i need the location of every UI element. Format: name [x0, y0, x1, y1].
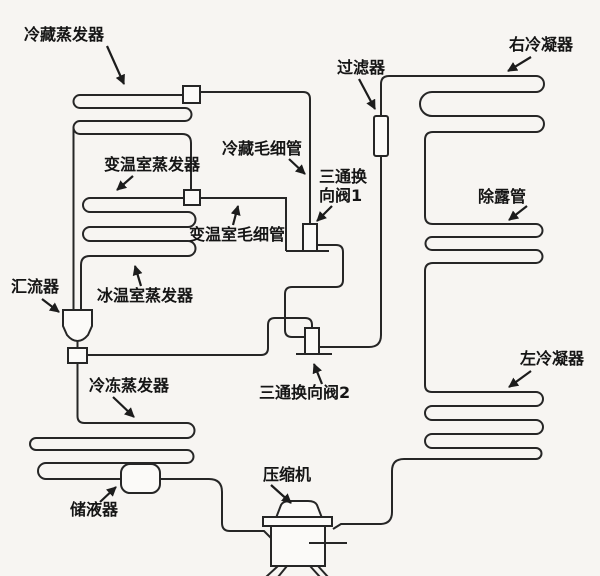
- coil2-joint-square: [183, 189, 201, 206]
- cold-storage-capillary-pipe: [201, 91, 311, 225]
- cold-storage-evaporator-coil: [72, 94, 193, 190]
- variable-temp-evaporator-coil: [80, 197, 197, 312]
- liquid-receiver-body: [120, 463, 161, 494]
- arrow-right-condenser: [507, 56, 532, 72]
- suction-pipe: [159, 478, 274, 541]
- three-way-valve-1-body: [302, 223, 318, 252]
- arrow-confluence: [41, 298, 60, 313]
- label-three-way-valve-1-line1: 三通换: [319, 167, 368, 186]
- arrow-cold-storage-evaporator: [105, 45, 126, 85]
- label-right-condenser: 右冷凝器: [509, 35, 574, 54]
- arrow-compressor: [270, 484, 292, 504]
- freezer-evaporator-coil: [29, 363, 196, 480]
- confluence-funnel-body: [62, 309, 93, 343]
- label-liquid-receiver: 储液器: [70, 500, 119, 519]
- arrow-three-way-valve-1: [316, 205, 333, 222]
- label-arrows: [41, 45, 532, 504]
- compressor-dome: [274, 500, 324, 519]
- arrow-filter: [358, 78, 376, 110]
- variable-temp-capillary-pipe: [201, 197, 287, 251]
- arrow-freezer-evaporator: [112, 396, 135, 418]
- confluence-joint-square: [67, 347, 88, 364]
- arrow-variable-temp-capillary: [230, 205, 241, 226]
- label-cold-storage-evaporator: 冷藏蒸发器: [24, 25, 105, 44]
- compressor-legs: [265, 565, 329, 576]
- label-freezer-evaporator: 冷冻蒸发器: [89, 376, 170, 395]
- label-filter: 过滤器: [337, 58, 386, 77]
- compressor-flange: [262, 516, 333, 527]
- label-dew-pipe: 除露管: [478, 187, 527, 206]
- label-left-condenser: 左冷凝器: [520, 349, 585, 368]
- arrow-dew-pipe: [508, 205, 528, 221]
- compressor-assembly: [262, 500, 347, 576]
- arrow-ice-temp-evaporator: [132, 265, 143, 287]
- three-way-valve-2-body: [304, 327, 320, 355]
- label-compressor: 压缩机: [263, 465, 312, 484]
- compressor-body: [270, 525, 326, 567]
- condenser-dew-pipe-loop: [332, 75, 545, 530]
- arrow-liquid-receiver: [99, 486, 117, 503]
- pipes: [29, 75, 545, 541]
- label-ice-temp-evaporator: 冰温室蒸发器: [97, 286, 194, 305]
- valve1-to-valve2-pipe: [284, 244, 344, 338]
- components: [62, 85, 389, 576]
- arrow-three-way-valve-2: [312, 363, 324, 385]
- arrow-variable-temp-evaporator: [116, 175, 134, 191]
- arrow-cold-storage-capillary: [288, 158, 306, 175]
- label-cold-storage-capillary: 冷藏毛细管: [222, 139, 303, 158]
- coil1-joint-square: [182, 85, 201, 104]
- label-three-way-valve-2: 三通换向阀2: [259, 383, 351, 402]
- arrow-left-condenser: [508, 370, 532, 388]
- label-variable-temp-evaporator: 变温室蒸发器: [104, 155, 201, 174]
- label-three-way-valve-1-line2: 向阀1: [319, 186, 363, 205]
- label-confluence: 汇流器: [11, 277, 60, 296]
- filter-to-valve2-pipe: [319, 156, 382, 348]
- label-variable-temp-capillary: 变温室毛细管: [189, 225, 286, 244]
- filter-body: [373, 115, 389, 157]
- confluence-to-valve2-pipe: [87, 317, 313, 356]
